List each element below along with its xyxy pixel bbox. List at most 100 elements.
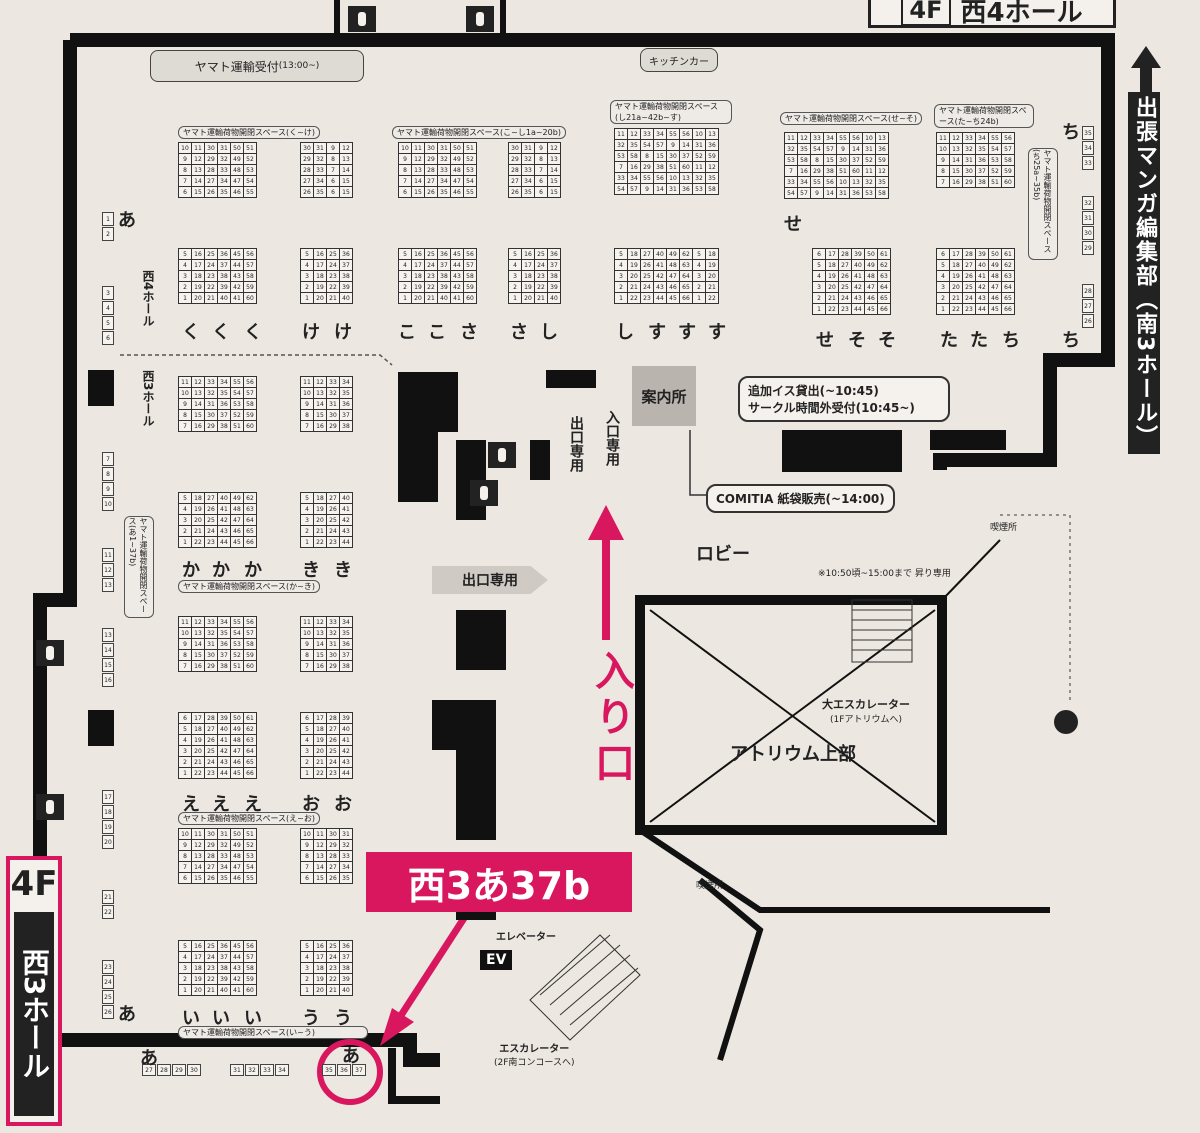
zone-label: ヤマト運輸荷物開閉スペース(く~け)	[178, 126, 320, 139]
row-letter: え	[182, 794, 200, 815]
row-letter: く	[244, 322, 262, 343]
toilet-icon	[348, 6, 376, 32]
row-letter: お	[302, 794, 320, 815]
smoking-area-label: 喫煙所	[990, 523, 1018, 533]
row-letter: た	[940, 330, 958, 351]
pillar	[88, 710, 114, 746]
pillar	[398, 432, 438, 502]
comitia-sale-callout: COMITIA 紙袋販売(~14:00)	[706, 484, 895, 513]
row-letter: た	[970, 330, 988, 351]
row-letter: く	[182, 322, 200, 343]
exit-only-arrow: 出口専用	[432, 566, 548, 594]
lobby-label: ロビー	[696, 544, 750, 565]
row-letter: あ	[342, 1046, 360, 1067]
zone-label: ヤマト運輸荷物開閉スペース(え~お)	[178, 812, 320, 825]
escalator-stripes	[529, 934, 641, 1041]
floor-tag-top: 4F 西4ホール	[868, 0, 1116, 28]
toilet-icon	[36, 794, 64, 820]
pillar	[432, 700, 496, 750]
row-letter: さ	[460, 322, 478, 343]
row-letter: う	[334, 1008, 352, 1029]
atrium-label: アトリウム上部	[730, 744, 856, 765]
row-letter: す	[678, 322, 696, 343]
row-letter: か	[244, 560, 262, 581]
west4-hall-label: 西4ホール	[141, 270, 155, 327]
pillar	[530, 440, 550, 480]
row-letter: あ	[118, 210, 136, 231]
ev-box: EV	[480, 950, 513, 970]
row-letter: こ	[428, 322, 446, 343]
zone-label: ヤマト運輸荷物開閉スペース(し21a~42b~す)	[610, 100, 732, 124]
row-letter: か	[182, 560, 200, 581]
toilet-icon	[36, 640, 64, 666]
row-letter: す	[708, 322, 726, 343]
hall-name: 西4ホール	[960, 0, 1083, 28]
ribbon-stem	[1140, 66, 1152, 96]
row-letter: せ	[784, 214, 802, 235]
smoking-area-label: 喫煙所	[696, 881, 724, 891]
row-letter: ち	[1002, 330, 1020, 351]
escalator-label: エスカレーター (2F南コンコースへ)	[494, 1044, 575, 1068]
row-letter: う	[302, 1008, 320, 1029]
row-letter: ち	[1062, 122, 1080, 143]
target-booth-banner: 西3あ37b	[366, 852, 632, 912]
exit-only-label: 出口専用	[568, 416, 584, 472]
pillar	[334, 0, 340, 40]
up-arrow-icon	[1131, 46, 1161, 68]
pillar	[88, 370, 114, 406]
info-desk: 案内所	[632, 366, 696, 426]
zone-label: ヤマト運輸荷物開閉スペース(た~ち24b)	[934, 104, 1034, 128]
kitchen-car-label: キッチンカー	[640, 48, 718, 72]
row-letter: あ	[118, 1004, 136, 1025]
west3-hall-label: 西3ホール	[141, 370, 155, 427]
row-letter: さ	[510, 322, 528, 343]
zone-label: ヤマト運輸荷物開閉スペース(い~う)	[178, 1026, 368, 1039]
row-letter: し	[616, 322, 634, 343]
big-escalator-stripes	[851, 599, 913, 663]
hall-name: 西3ホール	[14, 912, 54, 1116]
pillar	[398, 372, 458, 432]
row-letter: し	[540, 322, 558, 343]
big-escalator-label: 大エスカレーター (1Fアトリウムへ)	[822, 698, 910, 725]
pillar	[930, 430, 1006, 450]
zone-label: ヤマト運輸荷物開閉スペース(ち25a~35b)	[1028, 148, 1058, 260]
row-letter: そ	[878, 330, 896, 351]
row-letter: え	[212, 794, 230, 815]
pillar	[456, 610, 506, 670]
row-letter: く	[212, 322, 230, 343]
zone-label: ヤマト運輸荷物開閉スペース(あ1~37b)	[124, 516, 154, 618]
pillar	[546, 370, 596, 388]
chair-rental-callout: 追加イス貸出(~10:45) サークル時間外受付(10:45~)	[738, 376, 950, 422]
